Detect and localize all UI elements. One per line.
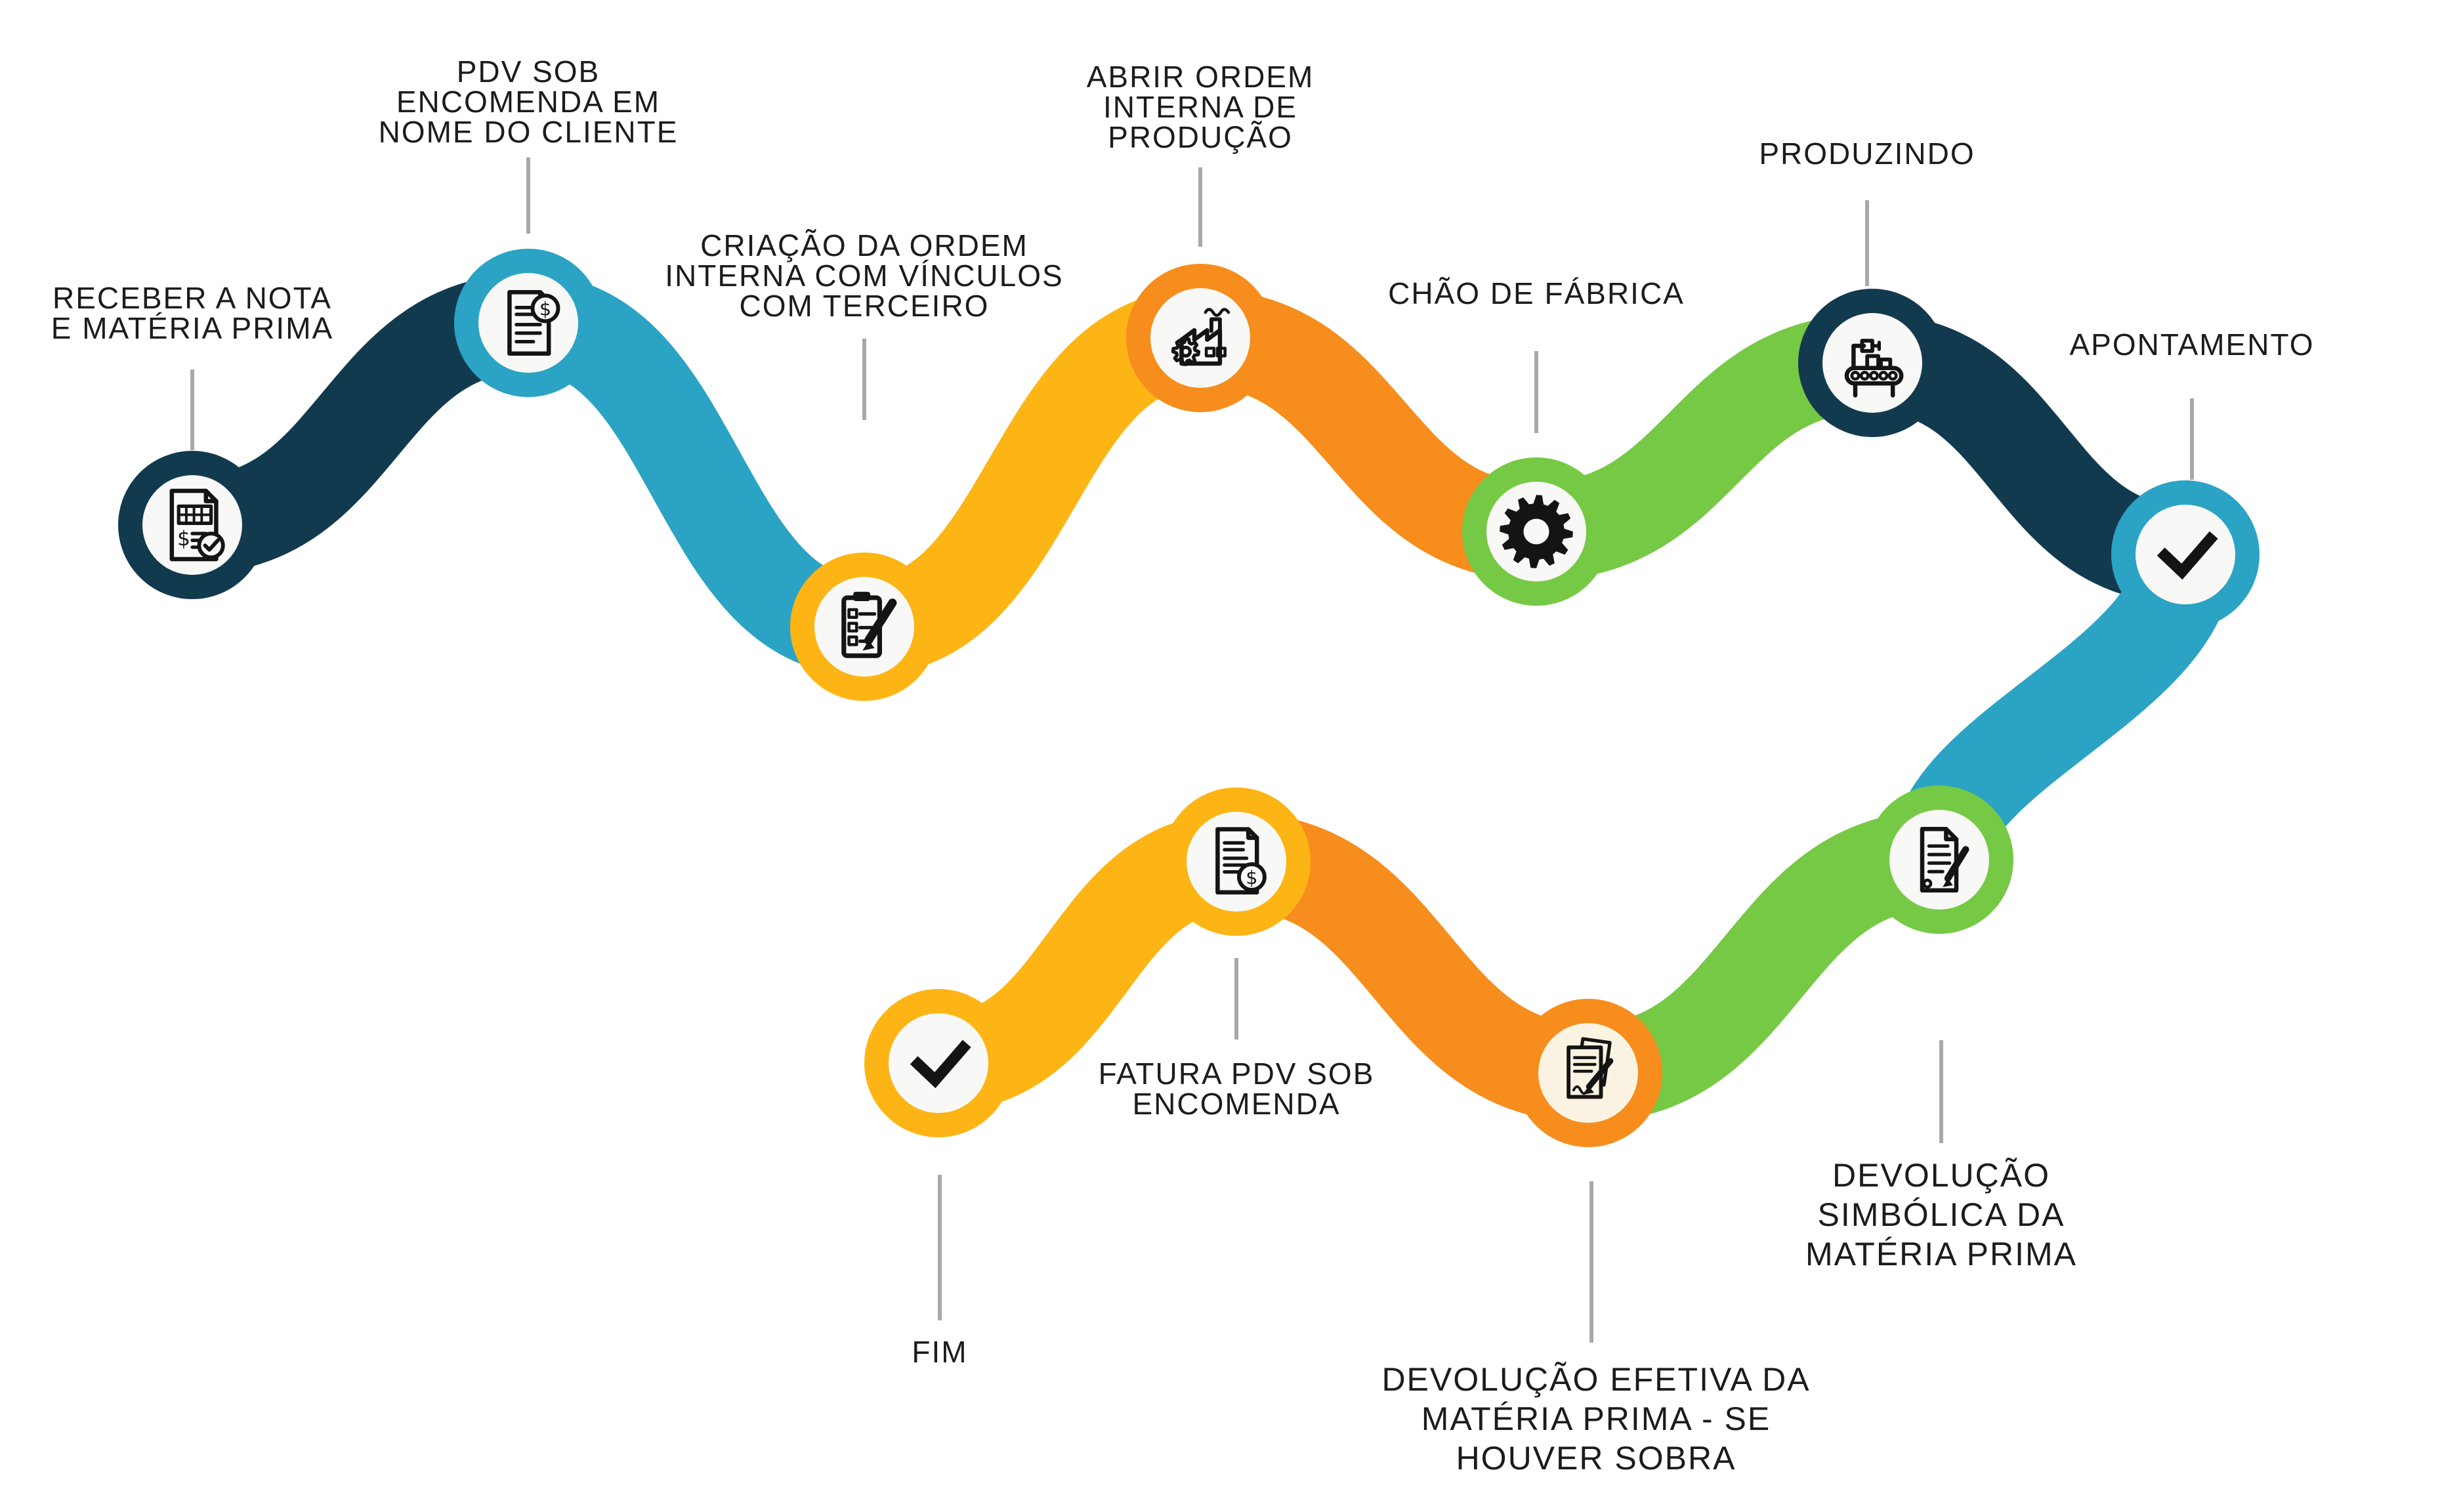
node-label-line: INTERNA COM VÍNCULOS — [665, 259, 1063, 293]
node-label-line: SIMBÓLICA DA — [1818, 1196, 2065, 1233]
node-label-line: RECEBER A NOTA — [53, 281, 332, 315]
node-label-line: ENCOMENDA EM — [396, 85, 660, 119]
factory-gear-icon — [1171, 308, 1230, 366]
node-label-line: PRODUÇÃO — [1108, 120, 1293, 154]
node-label-line: PRODUZINDO — [1759, 136, 1975, 171]
node-inner-circle — [1889, 810, 1989, 910]
node-abrir-ordem-interna — [1126, 264, 1274, 412]
node-produzindo — [1798, 289, 1946, 437]
node-apontamento — [2111, 480, 2260, 629]
node-label-line: HOUVER SOBRA — [1456, 1440, 1736, 1477]
node-label-line: NOME DO CLIENTE — [379, 115, 679, 149]
node-criacao-ordem-interna — [790, 553, 938, 701]
node-inner-circle — [1187, 812, 1286, 912]
check-icon — [910, 1040, 971, 1089]
node-devolucao-simbolica — [1865, 786, 2013, 934]
nodes-layer: $ $ — [118, 249, 2260, 1147]
node-fim — [864, 989, 1013, 1137]
node-label-line: FATURA PDV SOB — [1099, 1057, 1375, 1091]
invoice-dollar-icon: $ — [507, 289, 560, 356]
node-label-line: PDV SOB — [457, 54, 600, 89]
node-label-line: MATÉRIA PRIMA - SE — [1421, 1400, 1771, 1437]
production-line-icon — [1844, 339, 1904, 398]
node-chao-de-fabrica — [1462, 457, 1610, 606]
documents-sign-icon — [1567, 1037, 1614, 1099]
node-label-line: INTERNA DE — [1103, 90, 1297, 124]
node-label-line: ABRIR ORDEM — [1087, 60, 1315, 94]
node-label-line: APONTAMENTO — [2070, 327, 2315, 362]
node-devolucao-efetiva — [1514, 999, 1662, 1147]
check-icon — [2156, 531, 2218, 580]
document-pencil-icon — [1920, 826, 1969, 893]
invoice-calculator-icon: $ — [169, 488, 225, 562]
node-inner-circle — [889, 1013, 988, 1113]
node-label-line: CHÃO DE FÁBRICA — [1388, 276, 1685, 310]
node-label-line: DEVOLUÇÃO — [1832, 1157, 2050, 1194]
node-label-line: MATÉRIA PRIMA — [1805, 1236, 2077, 1272]
node-inner-circle — [1822, 313, 1922, 413]
gear-icon — [1500, 495, 1573, 568]
node-inner-circle — [1150, 288, 1250, 388]
node-label-line: CRIAÇÃO DA ORDEM — [700, 228, 1028, 262]
svg-text:$: $ — [539, 297, 551, 320]
svg-text:$: $ — [1246, 866, 1257, 889]
node-label-line: COM TERCEIRO — [740, 289, 990, 323]
node-label-line: DEVOLUÇÃO EFETIVA DA — [1381, 1361, 1810, 1398]
svg-text:$: $ — [177, 527, 190, 551]
connector-lines-layer — [190, 158, 2194, 1343]
node-pdv-sob-encomenda: $ — [454, 249, 602, 397]
clipboard-pen-icon — [841, 591, 897, 658]
invoice-dollar-br-icon: $ — [1215, 827, 1267, 895]
node-label-line: ENCOMENDA — [1132, 1087, 1340, 1121]
node-fatura-pdv: $ — [1162, 788, 1311, 936]
node-label-line: FIM — [912, 1335, 967, 1369]
node-receber-nota: $ — [118, 451, 266, 599]
node-inner-circle — [2135, 505, 2235, 604]
node-label-line: E MATÉRIA PRIMA — [51, 311, 333, 345]
